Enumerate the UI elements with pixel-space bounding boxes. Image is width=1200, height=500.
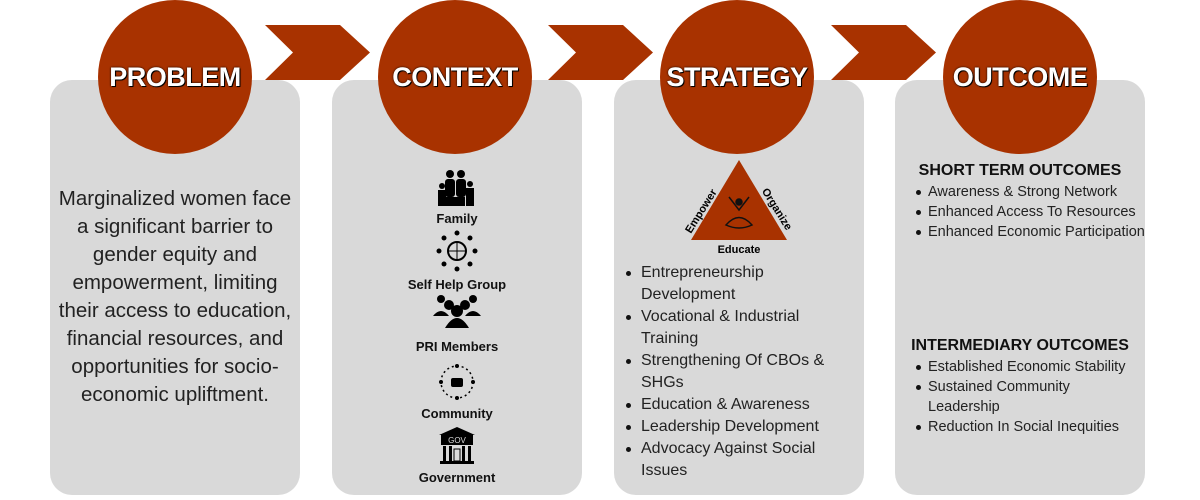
problem-statement: Marginalized women face a significant ba… xyxy=(58,187,292,406)
context-government: GOV Government xyxy=(332,427,582,485)
group-people-icon xyxy=(433,295,481,328)
list-item: Awareness & Strong Network xyxy=(895,182,1145,202)
strategy-triangle: Empower Organize Educate xyxy=(683,160,794,255)
chevron-arrow-icon xyxy=(831,25,936,80)
strategy-list: Entrepreneurship Development Vocational … xyxy=(614,262,856,482)
list-item: Vocational & Industrial Training xyxy=(614,306,856,350)
community-icon xyxy=(439,364,475,400)
list-item: Established Economic Stability xyxy=(895,357,1145,377)
context-pri-members: PRI Members xyxy=(332,294,582,354)
lotus-person-icon xyxy=(724,196,754,229)
intermediary-heading: INTERMEDIARY OUTCOMES xyxy=(911,337,1129,354)
intermediary-section: INTERMEDIARY OUTCOMES Established Econom… xyxy=(895,337,1145,437)
context-community: Community xyxy=(332,363,582,421)
list-item: Advocacy Against Social Issues xyxy=(614,438,856,482)
problem-circle: PROBLEM xyxy=(98,0,252,154)
government-building-icon: GOV xyxy=(439,427,475,464)
list-item: Enhanced Access To Resources xyxy=(895,202,1145,222)
list-item: Entrepreneurship Development xyxy=(614,262,856,306)
strategy-circle: STRATEGY xyxy=(660,0,814,154)
family-icon xyxy=(438,170,474,206)
short-term-heading: SHORT TERM OUTCOMES xyxy=(918,162,1122,179)
globe-people-icon xyxy=(436,230,478,272)
context-circle: CONTEXT xyxy=(378,0,532,154)
svg-text:GOV: GOV xyxy=(448,436,466,445)
context-family: Family xyxy=(332,170,582,226)
list-item: Education & Awareness xyxy=(614,394,856,416)
context-self-help-group: Self Help Group xyxy=(332,230,582,292)
chevron-arrow-icon xyxy=(548,25,653,80)
list-item: Sustained Community Leadership xyxy=(895,377,1145,417)
list-item: Enhanced Economic Participation xyxy=(895,222,1145,242)
triangle-label-educate: Educate xyxy=(718,244,761,255)
short-term-section: SHORT TERM OUTCOMES Awareness & Strong N… xyxy=(895,162,1145,242)
list-item: Strengthening Of CBOs & SHGs xyxy=(614,350,856,394)
list-item: Reduction In Social Inequities xyxy=(895,417,1145,437)
outcome-circle: OUTCOME xyxy=(943,0,1097,154)
chevron-arrow-icon xyxy=(265,25,370,80)
list-item: Leadership Development xyxy=(614,416,856,438)
